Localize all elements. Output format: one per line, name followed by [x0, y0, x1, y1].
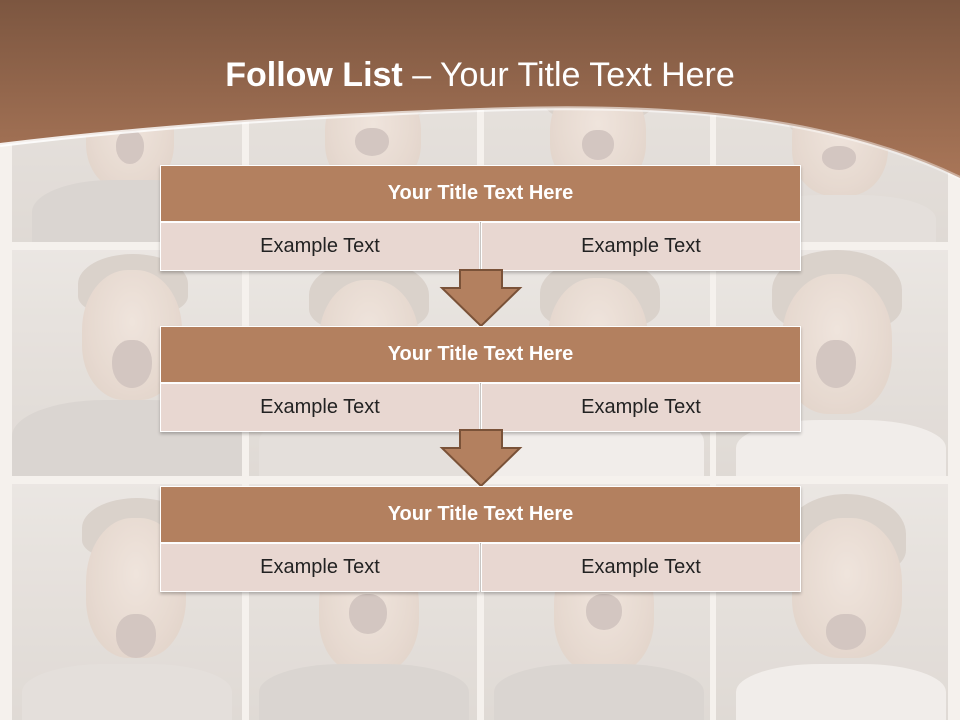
- slide-title-rest: – Your Title Text Here: [402, 56, 735, 94]
- block-cell-right: Example Text: [481, 543, 801, 592]
- block-title: Your Title Text Here: [160, 486, 801, 543]
- down-arrow-icon: [439, 429, 523, 488]
- block-cell-left: Example Text: [160, 222, 480, 271]
- block-cell-left: Example Text: [160, 383, 480, 432]
- slide-title: Follow List – Your Title Text Here: [0, 56, 960, 95]
- block-title: Your Title Text Here: [160, 165, 801, 222]
- block-cell-right: Example Text: [481, 383, 801, 432]
- down-arrow-icon: [439, 269, 523, 328]
- list-block-3: Your Title Text Here Example Text Exampl…: [160, 486, 801, 593]
- block-cell-right: Example Text: [481, 222, 801, 271]
- header-band: [0, 0, 960, 180]
- block-cell-left: Example Text: [160, 543, 480, 592]
- list-block-2: Your Title Text Here Example Text Exampl…: [160, 326, 801, 433]
- list-block-1: Your Title Text Here Example Text Exampl…: [160, 165, 801, 272]
- block-title: Your Title Text Here: [160, 326, 801, 383]
- slide-title-bold: Follow List: [225, 56, 403, 94]
